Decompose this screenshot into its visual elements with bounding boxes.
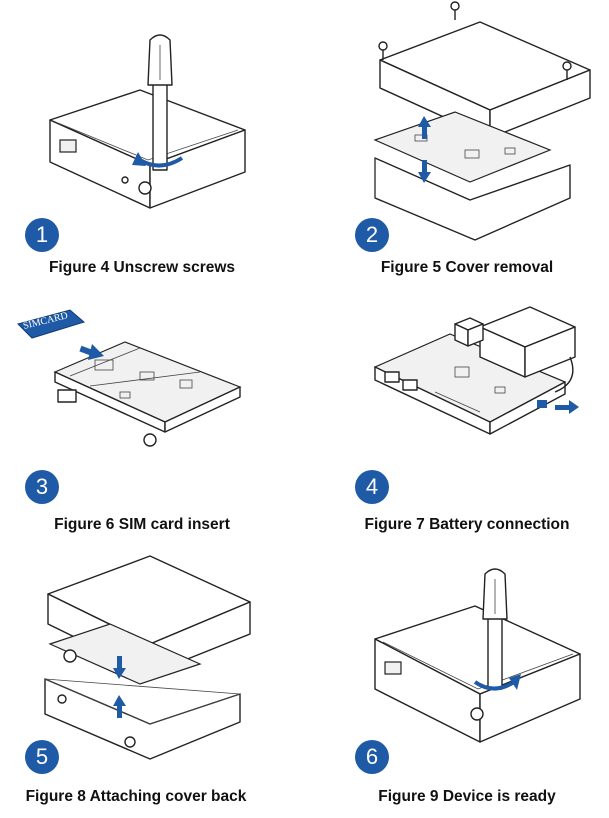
screwdriver-unscrew-illustration xyxy=(49,34,246,209)
figure-caption: Figure 8 Attaching cover back xyxy=(25,788,247,805)
step-number-badge: 6 xyxy=(355,740,389,774)
figure-caption: Figure 7 Battery connection xyxy=(364,516,570,533)
step-6: 6 Figure 9 Device is ready xyxy=(305,544,609,816)
step-1: 1 Figure 4 Unscrew screws xyxy=(0,0,304,276)
step-2: 2 Figure 5 Cover removal xyxy=(305,0,609,276)
sim-insert-illustration: SIMCARD xyxy=(17,309,242,447)
cover-removal-illustration xyxy=(373,1,591,241)
step-5: 5 Figure 8 Attaching cover back xyxy=(0,544,304,816)
step-number-badge: 4 xyxy=(355,470,389,504)
step-number-badge: 1 xyxy=(25,218,59,252)
figure-caption: Figure 9 Device is ready xyxy=(378,788,556,805)
screwdriver-tighten-illustration xyxy=(374,568,581,743)
step-4: 4 Figure 7 Battery connection xyxy=(305,272,609,544)
step-number-badge: 2 xyxy=(355,218,389,252)
step-3: SIMCARD 3 Figure 6 SIM card insert xyxy=(0,272,304,544)
figure-caption: Figure 4 Unscrew screws xyxy=(48,259,236,276)
battery-connection-illustration xyxy=(373,306,579,435)
figure-caption: Figure 5 Cover removal xyxy=(380,259,554,276)
step-number-badge: 3 xyxy=(25,470,59,504)
cover-attach-illustration xyxy=(44,555,251,760)
figure-caption: Figure 6 SIM card insert xyxy=(54,516,230,533)
step-number-badge: 5 xyxy=(25,740,59,774)
